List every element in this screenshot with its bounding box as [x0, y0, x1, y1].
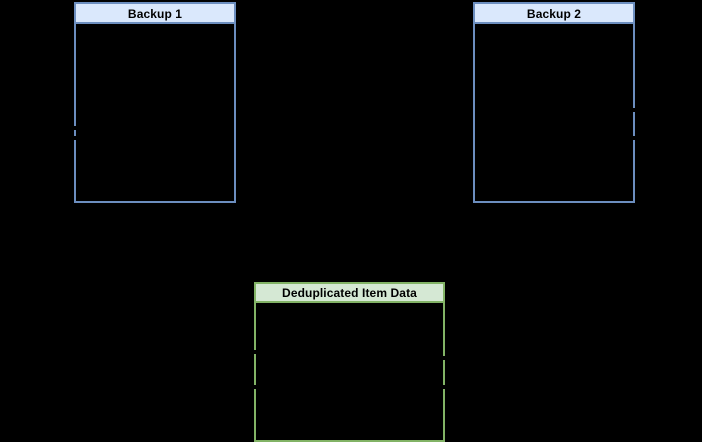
node-dedup-port-right-lower	[442, 385, 446, 389]
node-backup-2-port-right-upper	[632, 108, 636, 112]
node-backup-1[interactable]: Backup 1	[73, 2, 236, 203]
node-deduplicated-item-data-title: Deduplicated Item Data	[254, 282, 445, 303]
node-backup-2[interactable]: Backup 2	[473, 2, 636, 203]
node-backup-1-body	[74, 24, 236, 203]
node-backup-2-body	[473, 24, 635, 203]
node-dedup-port-left-lower	[253, 385, 257, 389]
node-backup-1-title: Backup 1	[74, 2, 236, 24]
node-deduplicated-item-data-body	[254, 303, 445, 442]
node-dedup-port-right-upper	[442, 356, 446, 360]
node-deduplicated-item-data[interactable]: Deduplicated Item Data	[253, 282, 446, 442]
node-backup-1-port-left-lower	[73, 136, 77, 140]
node-backup-2-title: Backup 2	[473, 2, 635, 24]
node-backup-1-port-left-upper	[73, 126, 77, 130]
node-dedup-port-left-upper	[253, 350, 257, 354]
node-backup-2-port-right-lower	[632, 136, 636, 140]
